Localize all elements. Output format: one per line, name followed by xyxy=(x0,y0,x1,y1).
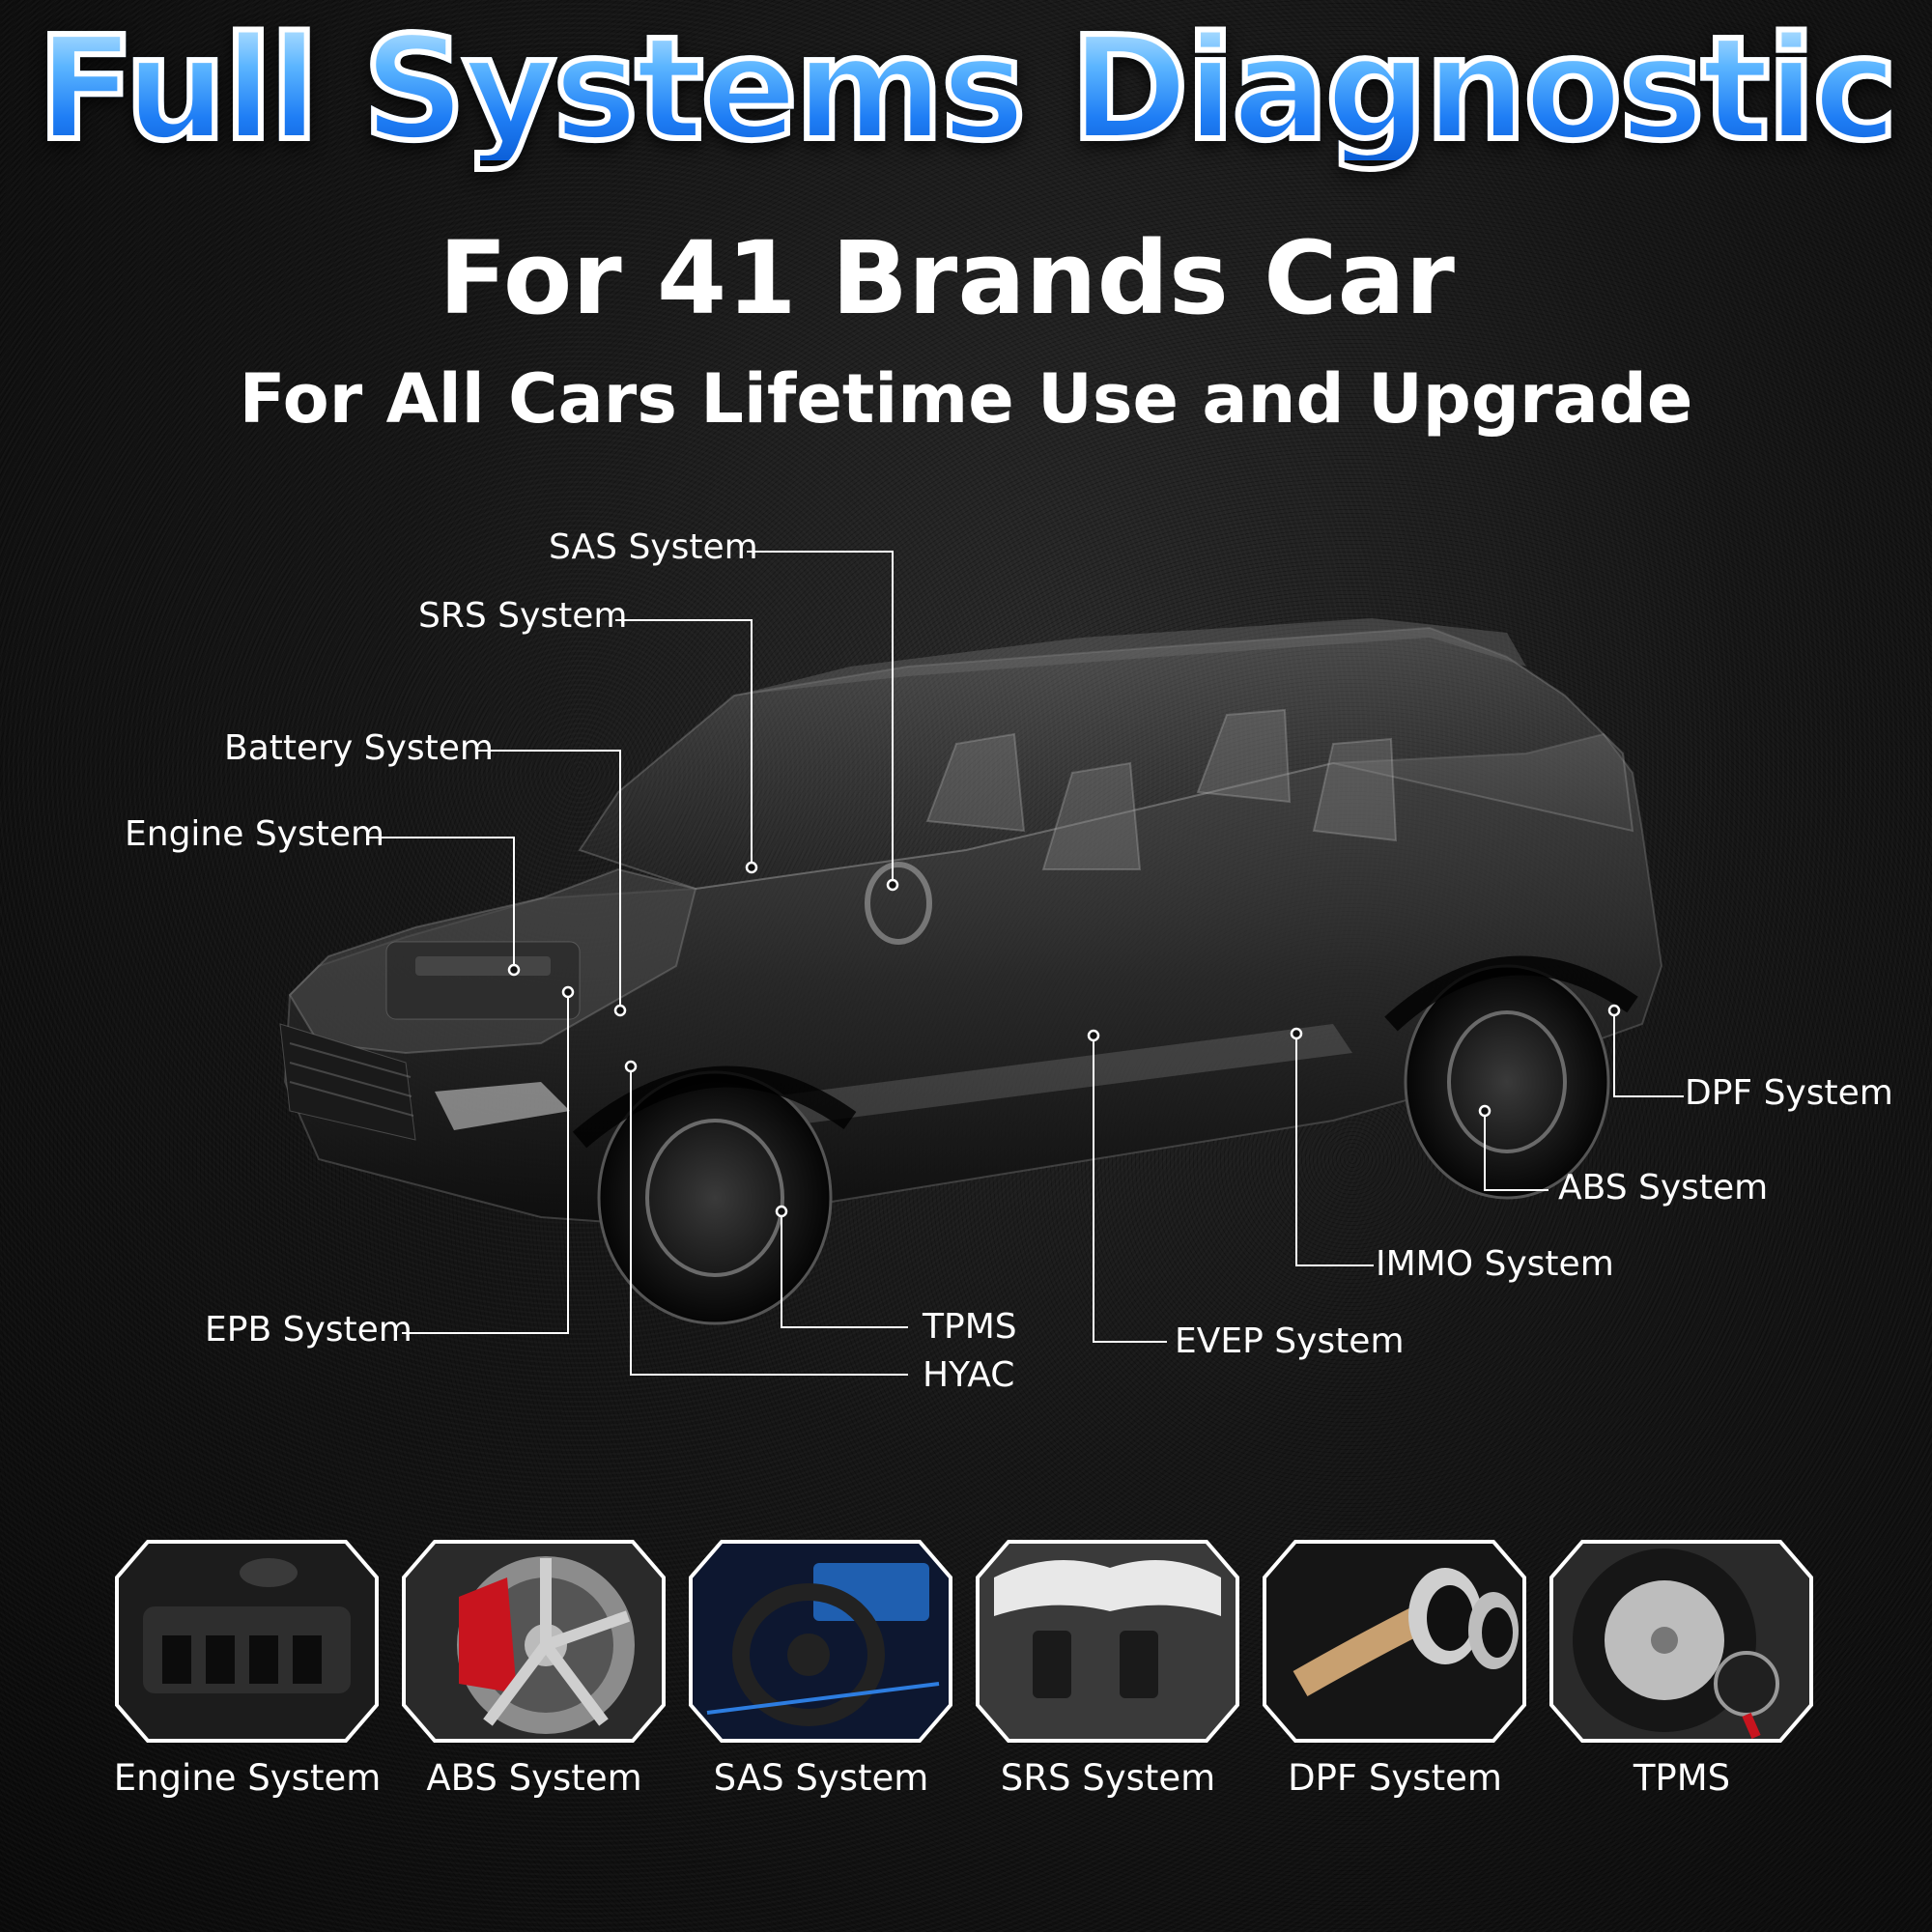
tile-tpms xyxy=(1548,1539,1814,1744)
callout-sas: SAS System xyxy=(549,527,758,567)
callout-evep: EVEP System xyxy=(1175,1321,1405,1361)
callout-engine: Engine System xyxy=(125,814,385,854)
engine-photo-icon xyxy=(115,1540,379,1743)
exhaust-photo-icon xyxy=(1263,1540,1526,1743)
tile-dpf xyxy=(1262,1539,1527,1744)
callout-dots xyxy=(507,861,1621,1218)
subtitle: For 41 Brands Car xyxy=(439,219,1455,337)
steering-photo-icon xyxy=(689,1540,952,1743)
tile-label-srs: SRS System xyxy=(1000,1757,1216,1799)
callout-abs: ABS System xyxy=(1558,1168,1769,1208)
tile-sas xyxy=(688,1539,953,1744)
airbag-photo-icon xyxy=(976,1540,1239,1743)
tile-engine xyxy=(114,1539,380,1744)
car-silhouette xyxy=(279,618,1663,1325)
tile-label-tpms: TPMS xyxy=(1633,1757,1731,1799)
tagline: For All Cars Lifetime Use and Upgrade xyxy=(239,359,1693,439)
callout-lines xyxy=(368,551,1684,1376)
callout-hyac: HYAC xyxy=(923,1355,1015,1395)
tile-label-engine: Engine System xyxy=(113,1757,382,1799)
tire-gauge-photo-icon xyxy=(1549,1540,1813,1743)
callout-dpf: DPF System xyxy=(1685,1073,1893,1113)
callout-tpms: TPMS xyxy=(923,1307,1017,1347)
brake-photo-icon xyxy=(402,1540,666,1743)
callout-epb: EPB System xyxy=(205,1310,412,1350)
tile-label-dpf: DPF System xyxy=(1288,1757,1502,1799)
headline: Full Systems Diagnostic xyxy=(0,14,1932,163)
callout-srs: SRS System xyxy=(418,596,628,636)
tile-label-sas: SAS System xyxy=(713,1757,929,1799)
callout-battery: Battery System xyxy=(224,728,494,768)
callout-immo: IMMO System xyxy=(1376,1244,1614,1284)
tile-abs xyxy=(401,1539,667,1744)
tile-label-abs: ABS System xyxy=(426,1757,642,1799)
tile-srs xyxy=(975,1539,1240,1744)
